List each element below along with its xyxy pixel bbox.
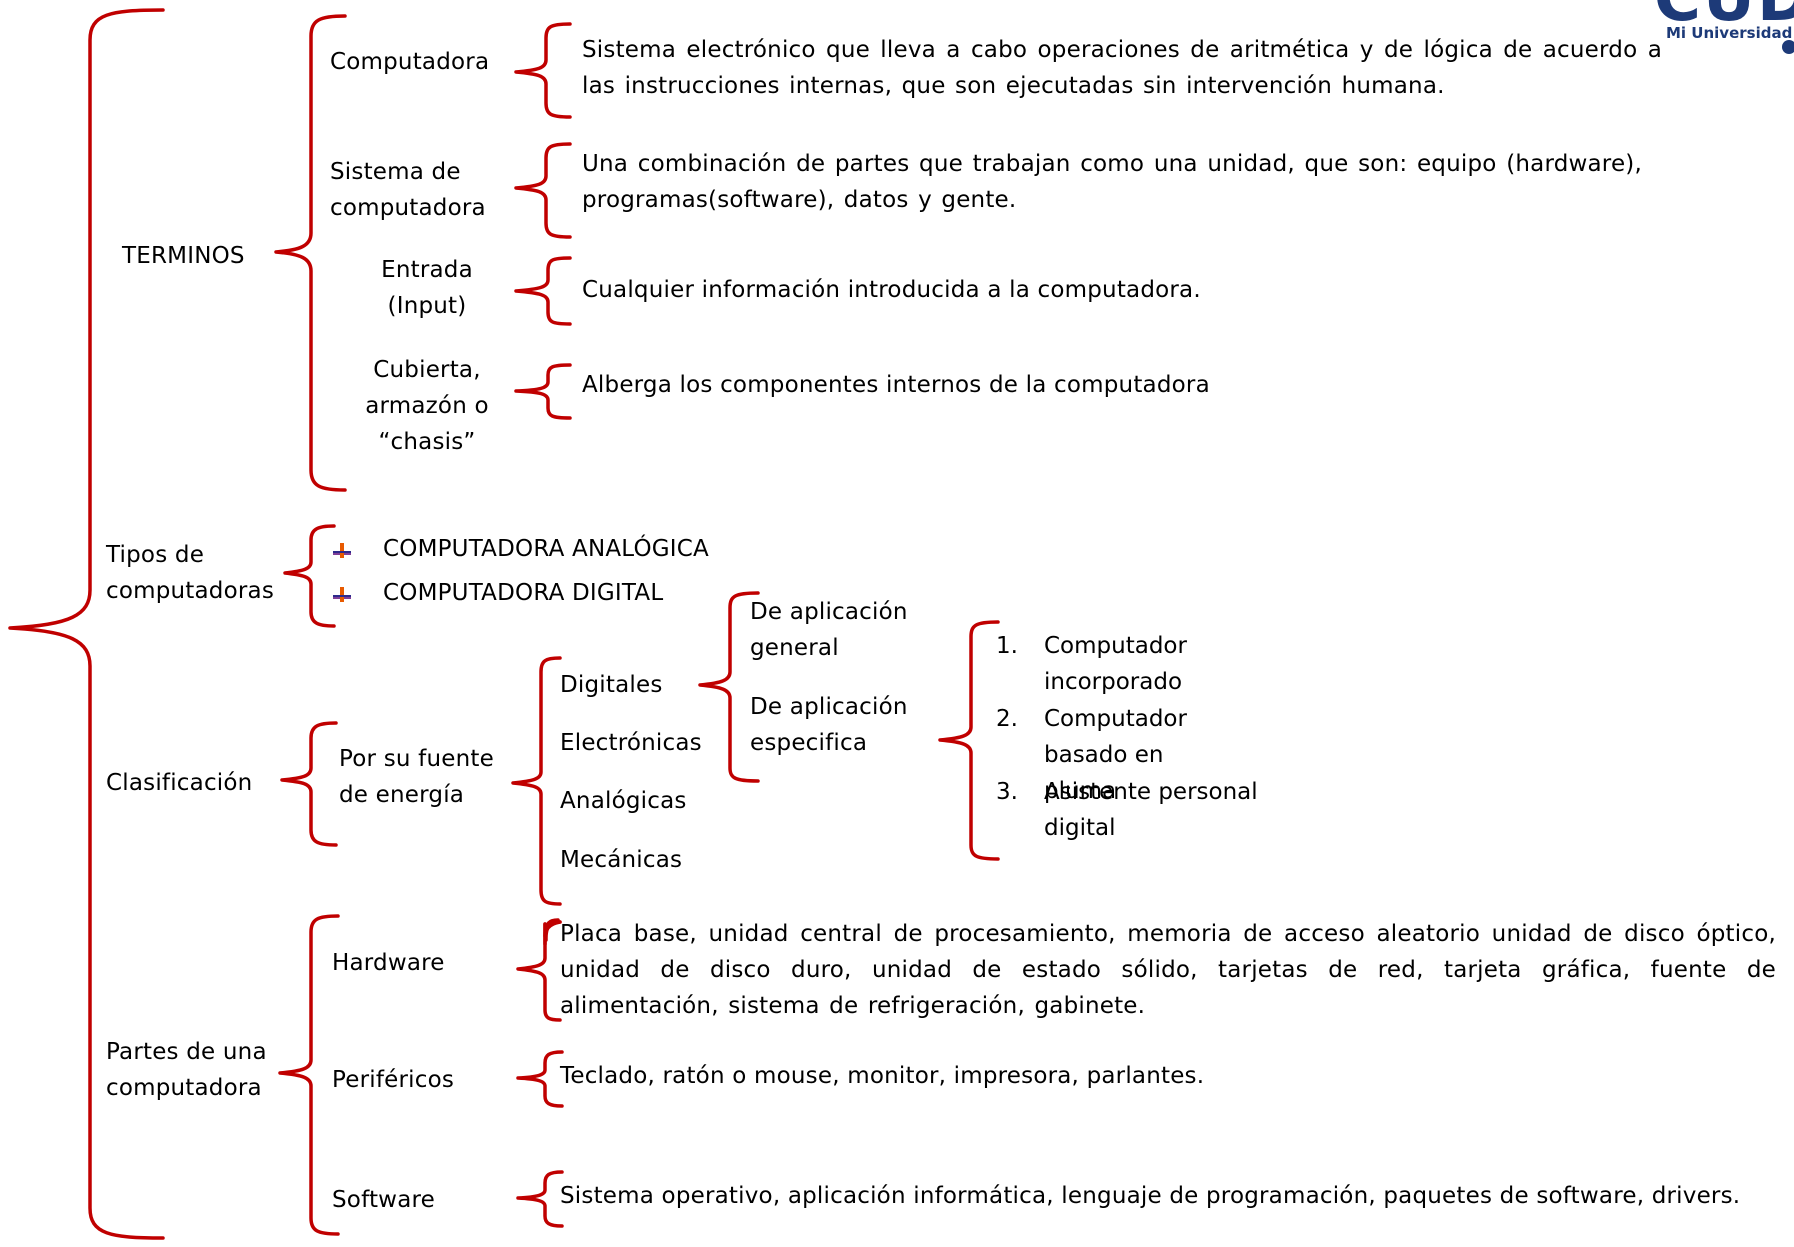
kind-digitales: Digitales bbox=[560, 672, 663, 698]
especifica-item-2: 2. Computador basado en pluma bbox=[996, 701, 1216, 804]
computadora-definition: Sistema electrónico que lleva a cabo ope… bbox=[582, 37, 1662, 99]
entrada-definition: Cualquier información introducida a la c… bbox=[582, 277, 1201, 303]
kind-mecanicas: Mecánicas bbox=[560, 847, 683, 873]
cubierta-definition: Alberga los componentes internos de la c… bbox=[582, 372, 1210, 398]
list-number: 1. bbox=[996, 633, 1018, 659]
brace-sistema bbox=[514, 142, 572, 239]
brace-computadora bbox=[514, 22, 572, 119]
brace-main bbox=[8, 8, 165, 1240]
aplicacion-general: De aplicación general bbox=[750, 599, 908, 661]
brace-especifica bbox=[938, 620, 1000, 861]
logo-dot bbox=[1782, 40, 1794, 54]
brace-partes bbox=[278, 914, 340, 1236]
software-label: Software bbox=[332, 1187, 435, 1213]
logo-subtitle: Mi Universidad bbox=[1666, 24, 1793, 42]
kind-electronicas: Electrónicas bbox=[560, 730, 702, 756]
list-number: 2. bbox=[996, 706, 1018, 732]
tipos-label: Tipos de computadoras bbox=[106, 542, 275, 604]
aplicacion-especifica: De aplicación especifica bbox=[750, 694, 908, 756]
perifericos-definition: Teclado, ratón o mouse, monitor, impreso… bbox=[560, 1063, 1205, 1089]
fuente-energia-label: Por su fuente de energía bbox=[339, 746, 494, 808]
list-text: Computador incorporado bbox=[1044, 633, 1187, 695]
tipo-analogica: COMPUTADORA ANALÓGICA bbox=[383, 536, 709, 562]
hardware-definition: Placa base, unidad central de procesamie… bbox=[560, 921, 1776, 1019]
cubierta-label: Cubierta, armazón o “chasis” bbox=[365, 357, 489, 455]
brace-entrada bbox=[514, 256, 572, 326]
brace-software bbox=[516, 1170, 564, 1228]
sistema-definition: Una combinación de partes que trabajan c… bbox=[582, 151, 1642, 213]
brace-cubierta bbox=[514, 363, 572, 420]
brace-perifericos bbox=[516, 1050, 564, 1108]
partes-label: Partes de una computadora bbox=[106, 1039, 267, 1101]
list-text: Computador basado en pluma bbox=[1044, 706, 1187, 804]
kind-analogicas: Analógicas bbox=[560, 788, 687, 814]
terminos-label: TERMINOS bbox=[122, 243, 245, 269]
especifica-item-1: 1. Computador incorporado bbox=[996, 628, 1216, 695]
brace-terminos bbox=[274, 14, 347, 492]
computadora-label: Computadora bbox=[330, 49, 490, 75]
sistema-label: Sistema de computadora bbox=[330, 159, 486, 221]
especifica-item-3: 3. Asistente personal digital bbox=[996, 774, 1276, 841]
brace-clasificacion bbox=[280, 721, 338, 847]
software-definition: Sistema operativo, aplicación informátic… bbox=[560, 1183, 1741, 1209]
list-number: 3. bbox=[996, 779, 1018, 805]
brace-kinds bbox=[511, 656, 562, 906]
bullet-plus-icon bbox=[333, 587, 351, 602]
logo-mark: CUDS bbox=[1654, 0, 1794, 36]
list-text: Asistente personal digital bbox=[1044, 779, 1258, 841]
university-logo: CUDS Mi Universidad bbox=[1554, 0, 1794, 60]
perifericos-label: Periféricos bbox=[332, 1067, 455, 1093]
brace-hardware-full bbox=[516, 920, 562, 1022]
entrada-label: Entrada (Input) bbox=[381, 257, 473, 319]
tipo-digital: COMPUTADORA DIGITAL bbox=[383, 580, 664, 606]
clasificacion-label: Clasificación bbox=[106, 770, 253, 796]
brace-aplicacion bbox=[698, 591, 760, 783]
bullet-plus-icon bbox=[333, 543, 351, 558]
brace-tipos bbox=[283, 524, 336, 628]
hardware-label: Hardware bbox=[332, 950, 445, 976]
